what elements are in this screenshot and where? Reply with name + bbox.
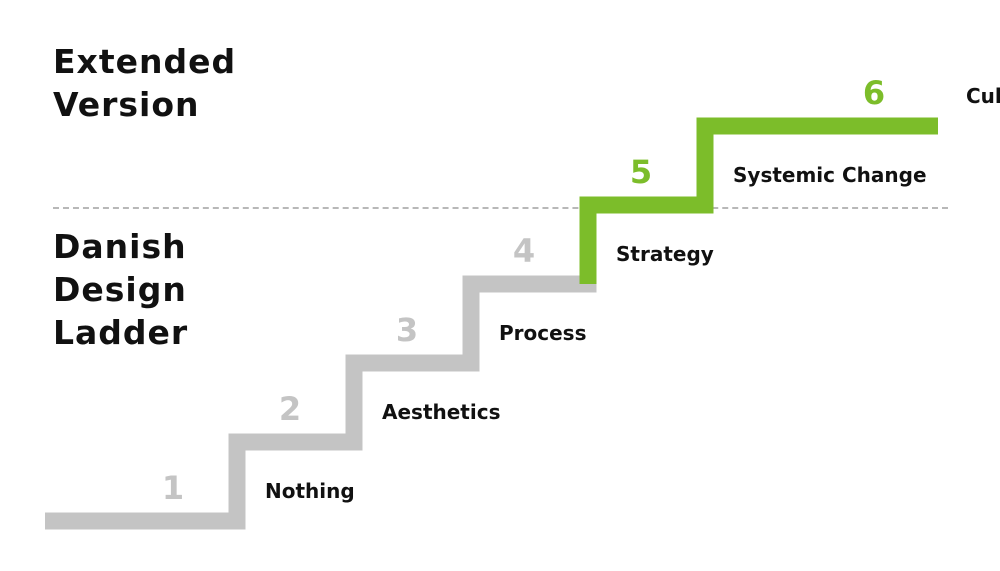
base-staircase-line <box>45 205 597 530</box>
step-label-aesthetics: Aesthetics <box>382 400 501 424</box>
extended-version-title: Extended Version <box>53 40 236 126</box>
step-number-3: 3 <box>396 311 418 349</box>
extended-title-line-2: Version <box>53 85 200 124</box>
extended-staircase-line <box>579 117 938 284</box>
step-number-4: 4 <box>513 232 535 270</box>
base-title-line-3: Ladder <box>53 313 189 352</box>
step-number-5: 5 <box>630 153 652 191</box>
danish-design-ladder-title: Danish Design Ladder <box>53 225 188 354</box>
step-number-2: 2 <box>279 390 301 428</box>
extended-title-line-1: Extended <box>53 42 237 81</box>
step-label-strategy: Strategy <box>616 242 714 266</box>
base-title-line-2: Design <box>53 270 187 309</box>
base-title-line-1: Danish <box>53 227 187 266</box>
step-label-culture: Culture <box>966 84 1000 108</box>
step-label-process: Process <box>499 321 587 345</box>
step-label-nothing: Nothing <box>265 479 355 503</box>
tier-divider-line <box>53 207 948 209</box>
step-label-systemic-change: Systemic Change <box>733 163 927 187</box>
step-number-1: 1 <box>162 469 184 507</box>
step-number-6: 6 <box>863 74 885 112</box>
